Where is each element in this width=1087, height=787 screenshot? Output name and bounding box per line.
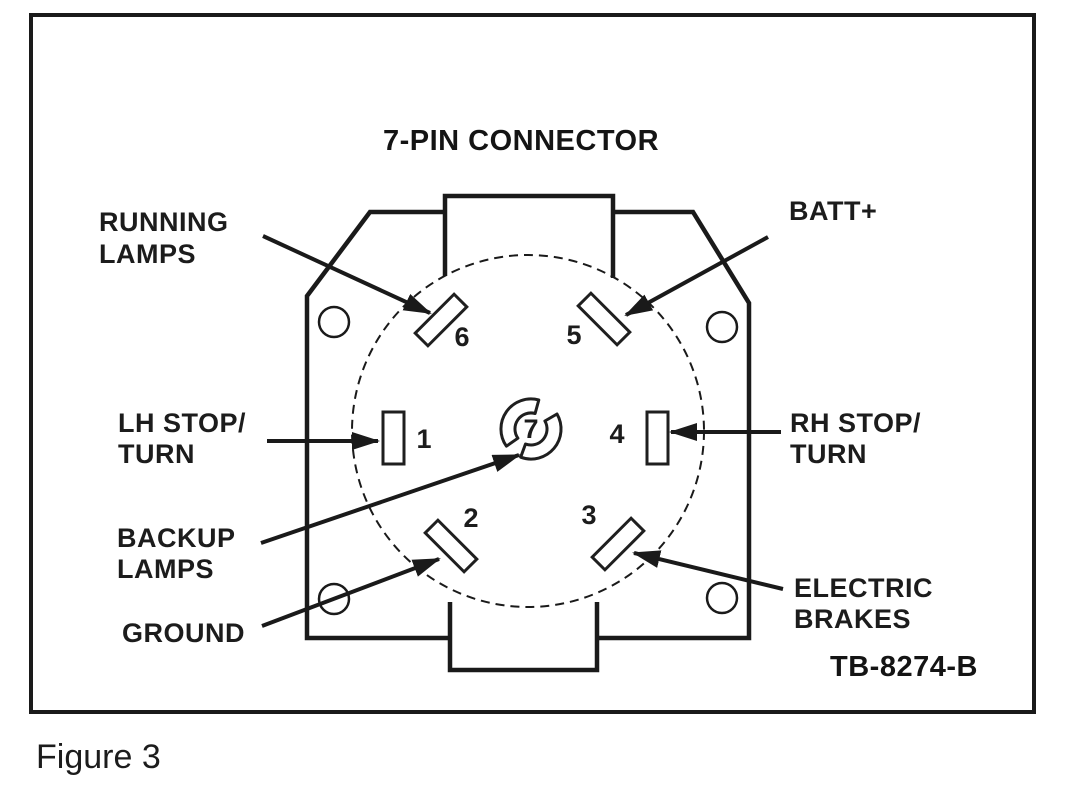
pin-4-slot (645, 410, 670, 466)
running-lamps-label-line2: LAMPS (99, 239, 196, 269)
ground-label: GROUND (122, 618, 245, 648)
connector-bottom-tab (447, 602, 600, 673)
pin-5-number: 5 (566, 320, 581, 350)
lh-stop-turn-label-line1: LH STOP/ (118, 408, 246, 438)
pin-7-slot (499, 397, 563, 461)
connector-top-tab (442, 193, 616, 278)
connector-housing (304, 209, 752, 641)
pin-1-number: 1 (416, 424, 431, 454)
rh-stop-turn-label-line1: RH STOP/ (790, 408, 921, 438)
pin-7-crescent-upper (499, 397, 541, 448)
backup-lamps-label-line2: LAMPS (117, 554, 214, 584)
pin-7-crescent-lower (519, 412, 563, 461)
electric-brakes-arrow (632, 550, 784, 591)
running-lamps-arrow (262, 234, 432, 315)
pin-1-slot (381, 410, 406, 466)
electric-brakes-label-line1: ELECTRIC (794, 573, 933, 603)
figure-caption: Figure 3 (36, 738, 161, 776)
lh-stop-turn-label: LH STOP/ TURN (118, 408, 246, 469)
rh-stop-turn-label-line2: TURN (790, 439, 867, 469)
pin-3-slot (590, 516, 646, 572)
batt-label: BATT+ (789, 196, 877, 226)
batt-arrow (624, 235, 769, 317)
lh-stop-turn-label-line2: TURN (118, 439, 195, 469)
mounting-hole-top-right (705, 310, 739, 344)
figure-border (29, 13, 1036, 714)
pin-4-number: 4 (609, 419, 624, 449)
mounting-hole-top-left (317, 305, 351, 339)
pin-6-slot (413, 292, 469, 348)
mounting-hole-bottom-right (705, 581, 739, 615)
pin-2-slot (423, 518, 479, 574)
electric-brakes-label: ELECTRIC BRAKES (794, 573, 933, 634)
pin-2-number: 2 (463, 503, 478, 533)
pin-5-slot (576, 291, 632, 347)
ground-arrow (261, 557, 441, 628)
backup-lamps-label: BACKUP LAMPS (117, 523, 236, 584)
diagram-title: 7-PIN CONNECTOR (383, 125, 659, 157)
reference-code: TB-8274-B (830, 651, 978, 683)
rh-stop-turn-label: RH STOP/ TURN (790, 408, 921, 469)
pin-3-number: 3 (581, 500, 596, 530)
pin-6-number: 6 (454, 322, 469, 352)
electric-brakes-label-line2: BRAKES (794, 604, 911, 634)
pin-7-number: 7 (523, 414, 538, 444)
running-lamps-label: RUNNING LAMPS (99, 207, 229, 269)
backup-lamps-arrow (260, 453, 521, 545)
backup-lamps-label-line1: BACKUP (117, 523, 236, 553)
mounting-hole-bottom-left (317, 582, 351, 616)
running-lamps-label-line1: RUNNING (99, 207, 229, 237)
